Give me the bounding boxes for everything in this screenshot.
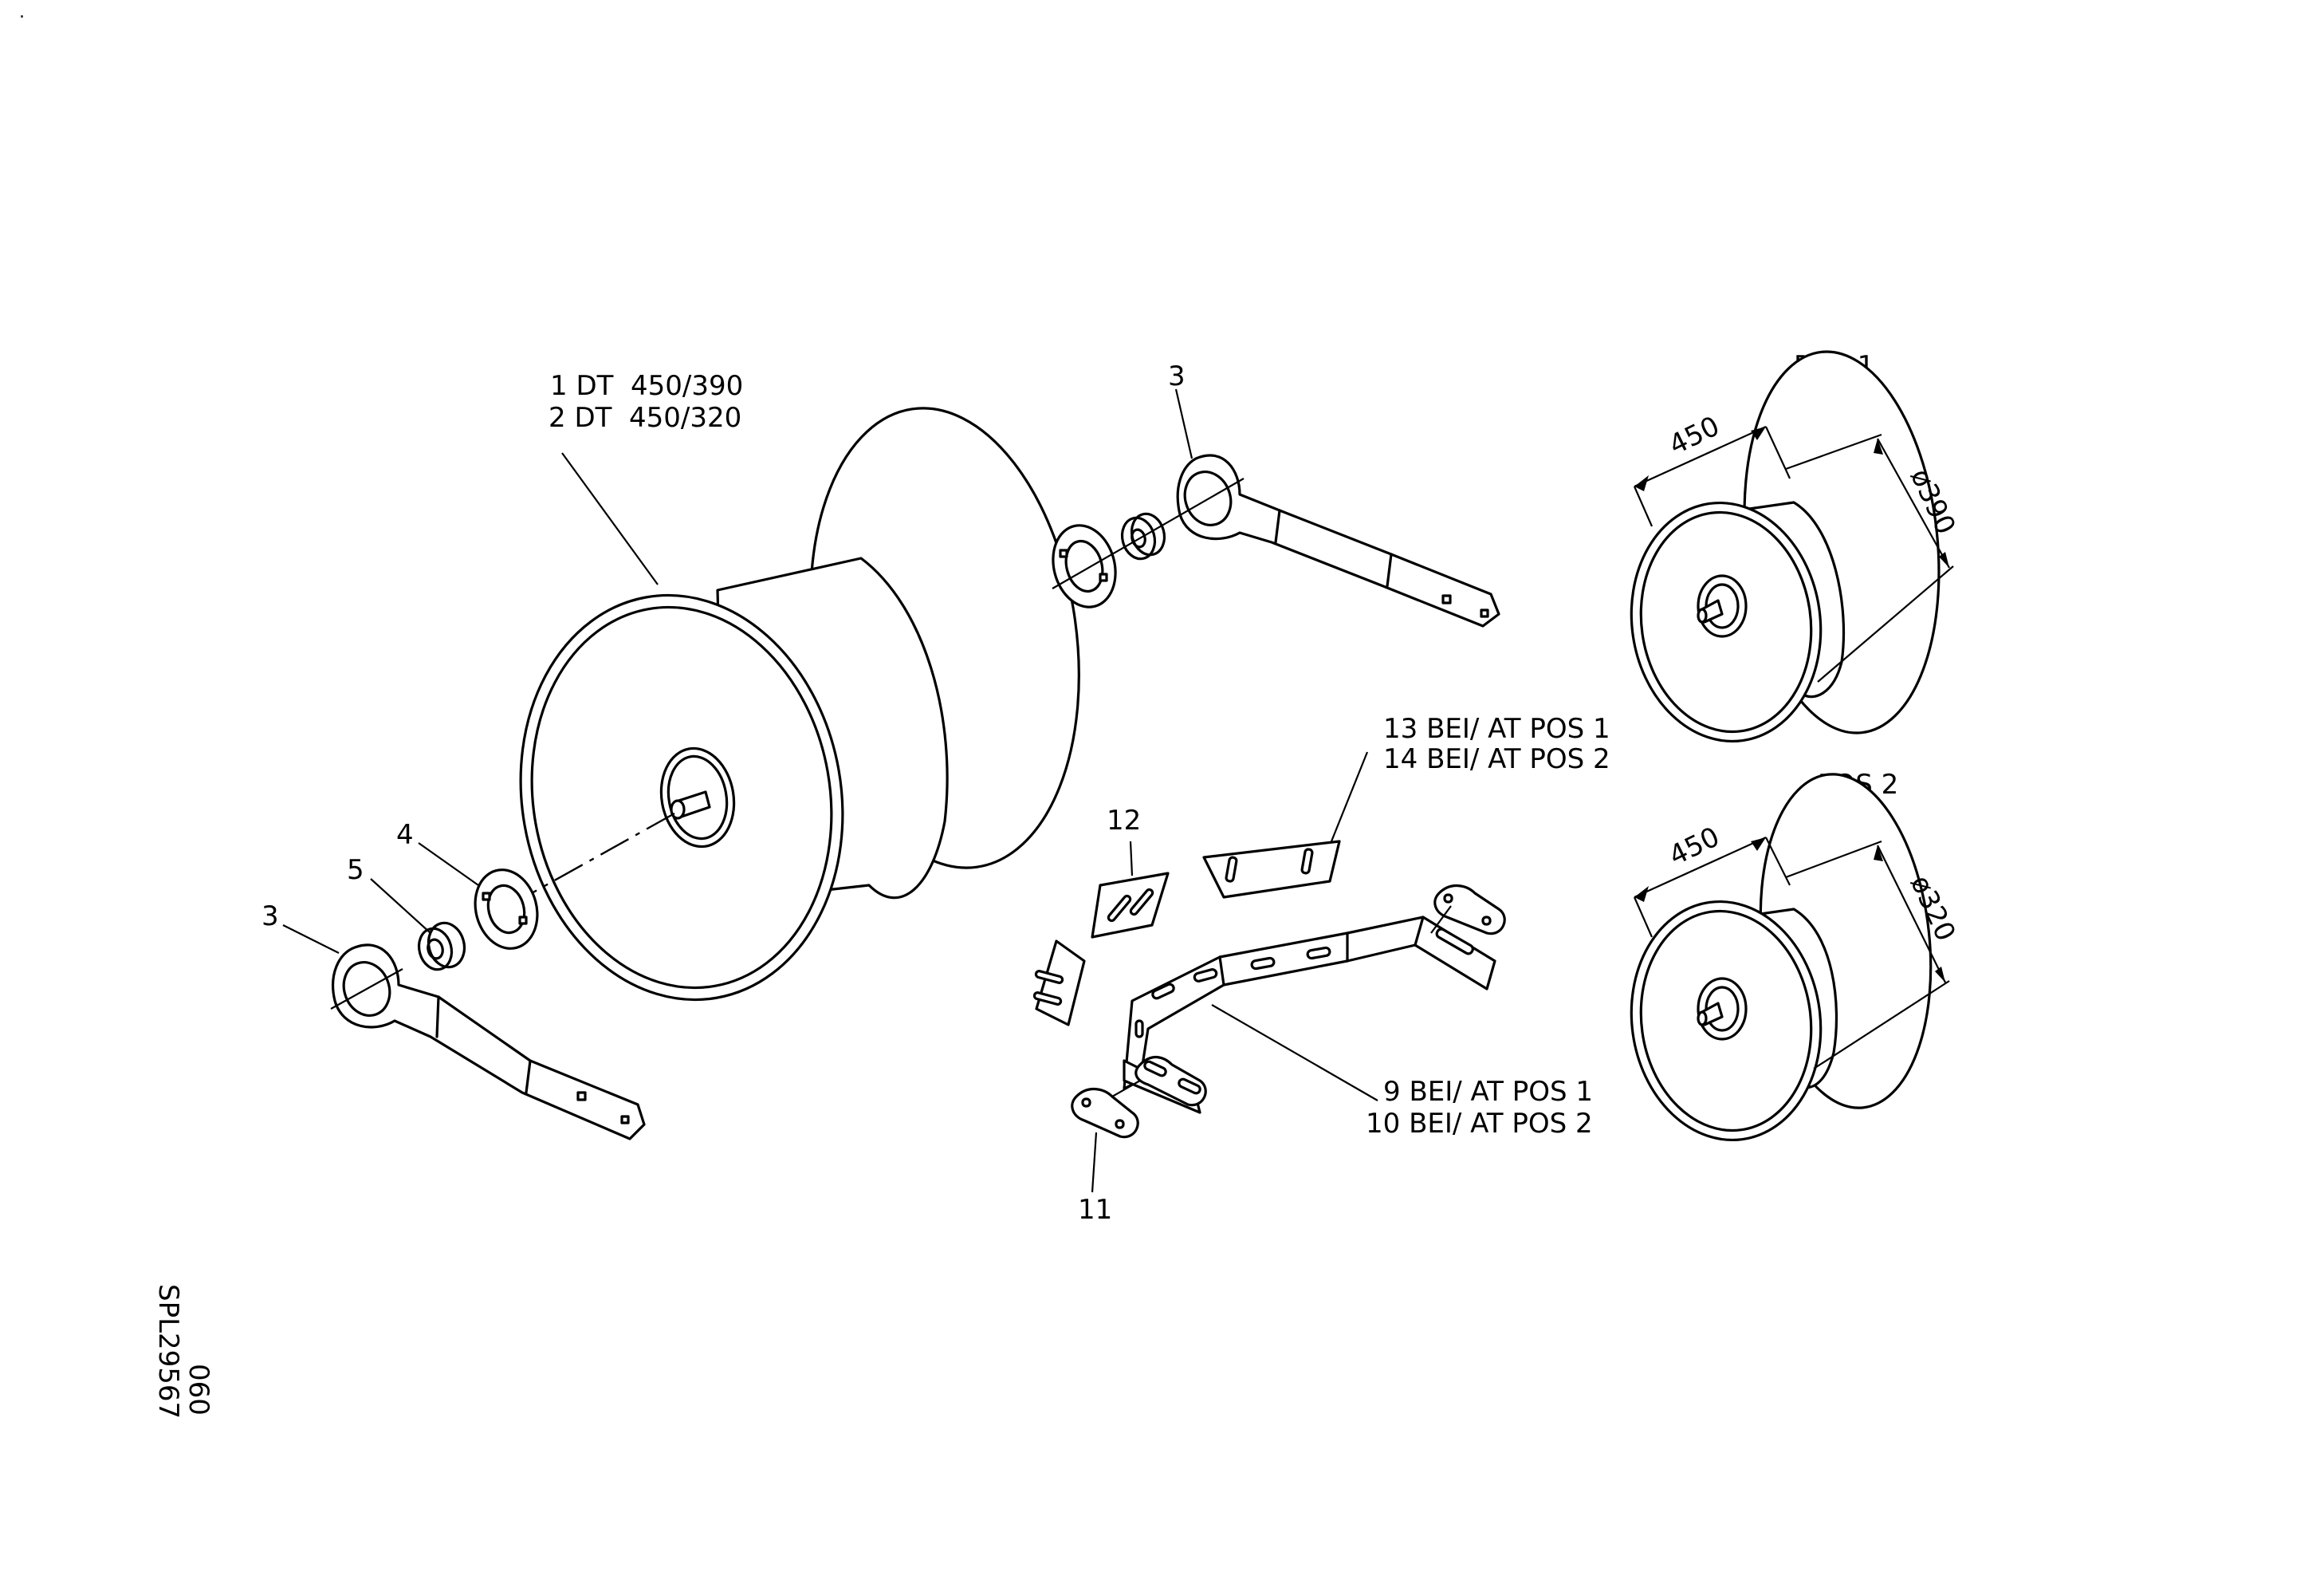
pos2-width-dim: 450 bbox=[1664, 821, 1724, 872]
callout-3-top: 3 bbox=[1168, 360, 1186, 392]
main-drum: 1 DT 450/390 2 DT 450/320 bbox=[509, 370, 1080, 1002]
drawing-sheet: 060 bbox=[183, 1364, 214, 1416]
callout-11: 11 bbox=[1078, 1194, 1112, 1226]
plates-group: 13 BEI/ AT POS 1 14 BEI/ AT POS 2 12 bbox=[1032, 713, 1610, 1026]
corner-dot: . bbox=[19, 2, 25, 22]
callout-5: 5 bbox=[347, 854, 364, 886]
drawing-reference: SPL29567 060 bbox=[152, 1284, 214, 1419]
drum-label-2: 2 DT 450/320 bbox=[549, 402, 741, 434]
callout-12: 12 bbox=[1107, 805, 1141, 837]
callout-4: 4 bbox=[396, 819, 414, 851]
left-hardware: 3 5 4 bbox=[261, 819, 646, 1140]
callout-3-left: 3 bbox=[261, 900, 279, 932]
drawing-code: SPL29567 bbox=[152, 1284, 184, 1419]
bracket-label-10: 10 BEI/ AT POS 2 bbox=[1366, 1108, 1593, 1140]
washer-part-4 bbox=[474, 868, 539, 950]
plate-part-13-14 bbox=[1202, 840, 1341, 899]
end-plate-part-11 bbox=[1071, 1088, 1139, 1139]
wrench-part-3-top bbox=[1176, 454, 1500, 628]
pos1-width-dim: 450 bbox=[1664, 410, 1724, 461]
pos1-view: POS 1 450 ø390 bbox=[1630, 350, 1961, 743]
drum-label-1: 1 DT 450/390 bbox=[550, 370, 743, 402]
top-hardware: 3 bbox=[1052, 360, 1500, 628]
plate-part-12 bbox=[1091, 872, 1170, 939]
bracket-group: 11 9 BEI/ AT POS 1 10 BEI/ AT POS 2 bbox=[1071, 884, 1593, 1226]
plate-label-14: 14 BEI/ AT POS 2 bbox=[1383, 743, 1610, 775]
end-plate-right bbox=[1433, 884, 1506, 935]
bushing-part-5 bbox=[427, 921, 466, 969]
pos2-drum-front bbox=[1630, 900, 1823, 1142]
bracket-label-9: 9 BEI/ AT POS 1 bbox=[1383, 1076, 1593, 1108]
wrench-part-3-left bbox=[332, 943, 646, 1140]
plate-label-13: 13 BEI/ AT POS 1 bbox=[1383, 713, 1610, 745]
pos1-drum-front bbox=[1630, 501, 1823, 743]
pos2-view: POS 2 450 ø320 bbox=[1630, 769, 1961, 1142]
washer-top bbox=[1052, 524, 1117, 608]
